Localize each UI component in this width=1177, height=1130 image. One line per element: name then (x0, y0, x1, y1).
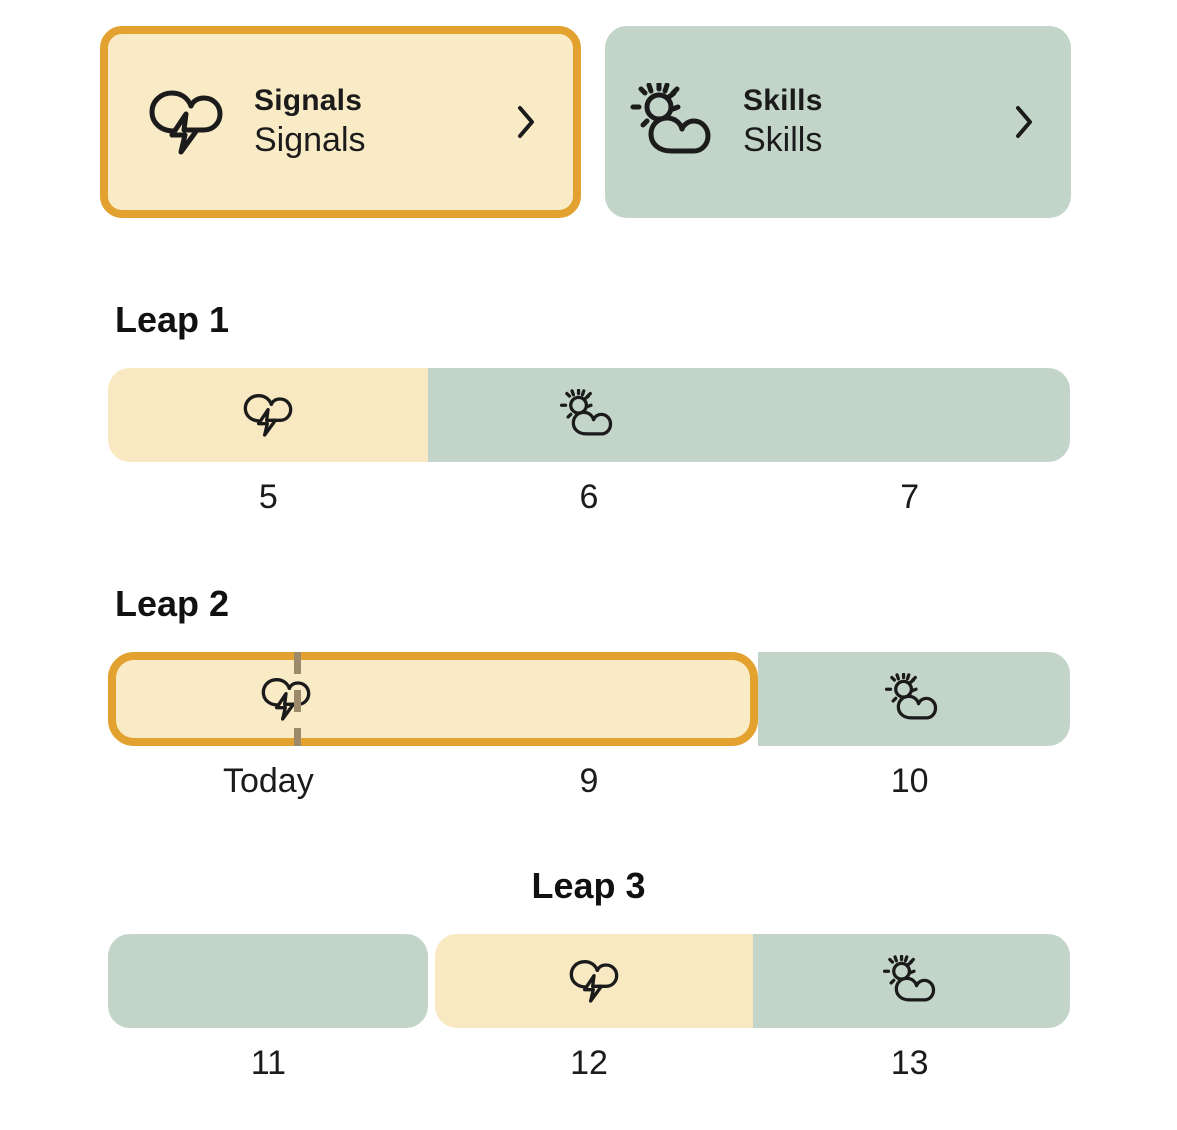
day-label-row: Today 9 10 (108, 758, 1070, 804)
category-card-row: Signals Signals (100, 26, 1077, 218)
cloud-lightning-icon (240, 389, 296, 441)
category-card-text: Skills Skills (743, 85, 1009, 158)
day-label-row: 11 12 13 (108, 1040, 1070, 1086)
category-card-text: Signals Signals (254, 85, 511, 158)
cloud-lightning-icon (566, 955, 622, 1007)
leap-timeline-bar (108, 934, 1070, 1028)
day-label: 11 (250, 1044, 286, 1082)
day-label: 6 (579, 478, 599, 516)
timeline-segment-signal-today[interactable] (108, 652, 758, 746)
leap-timeline-bar (108, 652, 1070, 746)
category-title: Skills (743, 84, 823, 118)
leap-section-1: Leap 1 (0, 299, 1177, 516)
timeline-segment-skill[interactable] (758, 652, 1070, 746)
timeline-segment-signal[interactable] (108, 368, 428, 462)
leap-section-3: Leap 3 (0, 865, 1177, 1082)
day-label: 5 (258, 478, 278, 516)
cloud-lightning-icon (258, 673, 314, 725)
category-subtitle: Signals (254, 120, 366, 159)
sun-behind-cloud-icon (559, 389, 619, 441)
day-label: 9 (579, 762, 599, 800)
leap-title: Leap 1 (115, 299, 230, 340)
day-label-today: Today (222, 762, 314, 800)
day-label: 10 (890, 762, 929, 800)
timeline-segment-skill[interactable] (108, 934, 428, 1028)
leap-title: Leap 3 (531, 865, 646, 906)
chevron-right-icon[interactable] (1009, 102, 1039, 142)
today-marker-line (294, 652, 301, 746)
day-label-row: 5 6 7 (108, 474, 1070, 520)
leap-title: Leap 2 (115, 583, 230, 624)
timeline-segment-skill[interactable] (753, 934, 1070, 1028)
leap-timeline-bar (108, 368, 1070, 462)
category-subtitle: Skills (743, 120, 823, 159)
timeline-segment-skill[interactable] (428, 368, 1070, 462)
sun-behind-cloud-icon (882, 955, 942, 1007)
day-label: 7 (900, 478, 920, 516)
category-card-skills[interactable]: Skills Skills (605, 26, 1071, 218)
category-card-signals[interactable]: Signals Signals (100, 26, 581, 218)
leap-section-2: Leap 2 (0, 583, 1177, 800)
sun-behind-cloud-icon (884, 673, 944, 725)
chevron-right-icon[interactable] (511, 102, 541, 142)
day-label: 13 (890, 1044, 929, 1082)
timeline-segment-signal[interactable] (435, 934, 753, 1028)
day-label: 12 (570, 1044, 608, 1082)
category-title: Signals (254, 84, 363, 118)
cloud-lightning-icon (138, 74, 234, 170)
sun-behind-cloud-icon (627, 74, 723, 170)
